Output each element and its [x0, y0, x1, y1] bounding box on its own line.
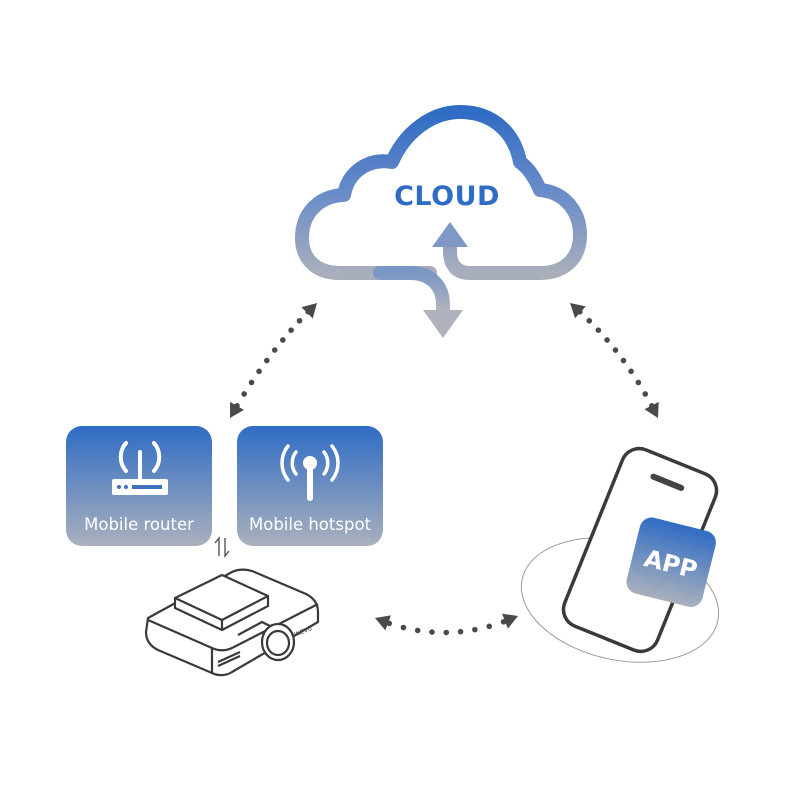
arrowhead-start — [570, 303, 586, 319]
arrowhead-end — [502, 613, 518, 629]
mobile-router-label: Mobile router — [84, 515, 194, 534]
connector-dot — [256, 368, 262, 375]
connector-dot — [612, 347, 619, 353]
connector-cloud-phone — [570, 303, 659, 418]
connector-dot — [248, 379, 255, 386]
router-icon — [112, 441, 168, 495]
connector-dot — [280, 337, 286, 343]
connector-dot — [288, 327, 294, 333]
connector-cloud-router — [230, 303, 317, 418]
arrowhead-start — [375, 615, 391, 631]
connector-dot — [414, 627, 421, 634]
connector-dot — [472, 626, 478, 633]
connector-dot — [429, 629, 435, 635]
dashcam-icon: FINEVU — [144, 568, 320, 677]
upload-arrow-icon — [432, 222, 468, 247]
download-arrow-icon — [423, 310, 463, 338]
connector-dot — [443, 629, 450, 636]
connector-dot — [628, 368, 634, 375]
connector-dot — [400, 624, 407, 631]
smartphone-node: APP — [520, 446, 720, 663]
download-arrow-tail — [373, 266, 450, 317]
connector-dot — [620, 357, 627, 364]
connector-dot — [271, 347, 278, 353]
connector-dot — [604, 337, 610, 343]
mobile-router-tile: Mobile router — [66, 426, 212, 546]
connector-dot — [595, 327, 602, 333]
cloud-icon — [295, 105, 587, 280]
arrowhead-end — [644, 401, 659, 418]
connector-dot — [296, 317, 303, 324]
cloud-label: CLOUD — [394, 181, 500, 212]
arrowhead-end — [230, 401, 244, 418]
connector-dot — [264, 357, 270, 364]
connector-dot — [457, 628, 464, 635]
mobile-hotspot-tile: Mobile hotspot — [237, 426, 383, 546]
connector-dashcam-phone — [375, 613, 518, 636]
antenna-icon — [280, 444, 340, 501]
arrowhead-start — [301, 303, 317, 319]
connector-dot — [642, 391, 649, 397]
exchange-arrows-icon — [214, 536, 230, 558]
mobile-hotspot-label: Mobile hotspot — [249, 515, 372, 534]
connector-dot — [241, 391, 247, 397]
connector-dot — [586, 317, 593, 324]
app-badge: APP — [626, 517, 716, 608]
cloud-node: CLOUD — [295, 105, 587, 338]
connector-dot — [486, 623, 493, 630]
connector-dot — [635, 379, 642, 386]
